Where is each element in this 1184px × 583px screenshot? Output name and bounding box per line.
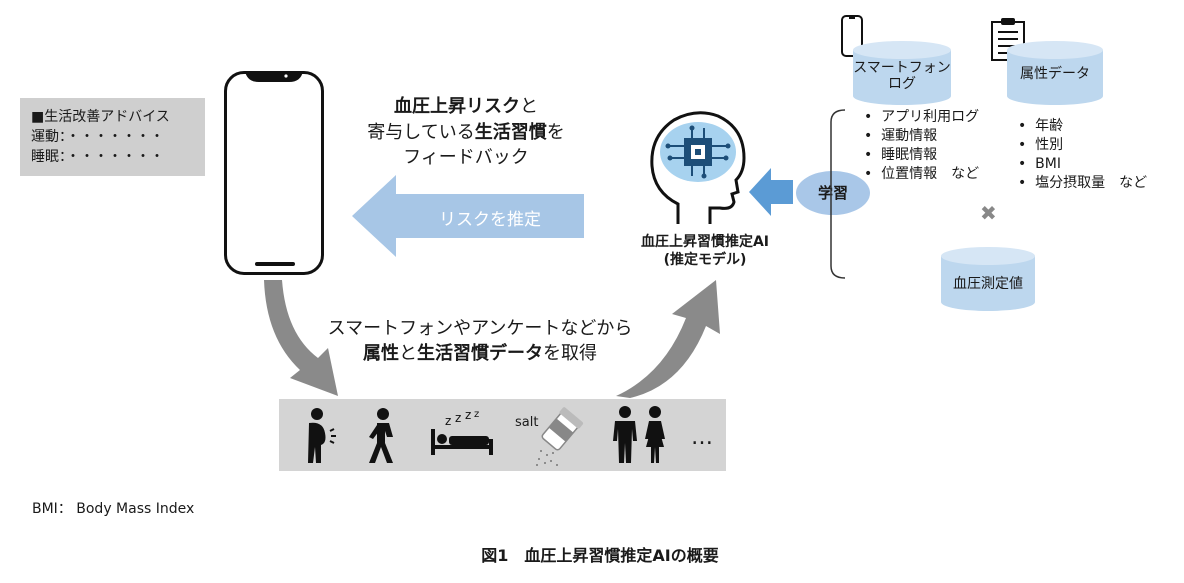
feedback-line1: 血圧上昇リスクと [394,96,538,117]
lifestyle-icons-bar: z z z z salt … [279,399,726,471]
smartphone-log-items: • アプリ利用ログ • 運動情報 • 睡眠情報 • 位置情報 など [864,108,979,184]
advice-sleep: 睡眠：・・・・・・・ [31,149,164,165]
data-bracket [830,109,846,279]
list-item: • 年齢 [1018,118,1064,134]
learn-arrow-icon [749,168,793,216]
list-item: • 睡眠情報 [864,147,938,163]
person-stomach-icon [308,408,336,463]
smartphone-log-cylinder-icon [853,41,951,105]
advice-box: ■生活改善アドバイス 運動：・・・・・・・ 睡眠：・・・・・・・ [20,98,205,176]
salt-shaker-icon [536,407,584,466]
feedback-line2: 寄与している生活習慣を [367,122,565,143]
svg-text:z: z [445,414,451,428]
ai-model-title: 血圧上昇習慣推定AI (推定モデル) [615,233,795,269]
list-item: • 性別 [1018,137,1064,153]
list-item: • アプリ利用ログ [864,109,980,125]
list-item: • 塩分摂取量 など [1018,175,1148,191]
more-ellipsis: … [691,425,713,450]
advice-exercise: 運動：・・・・・・・ [31,129,164,145]
collect-down-arrow-icon [264,280,338,396]
attribute-data-label: 属性データ [1020,66,1090,82]
ai-model-line2: (推定モデル) [663,252,747,268]
list-item: • 位置情報 など [864,166,980,182]
bp-measurement-label: 血圧測定値 [953,276,1023,292]
bmi-note: BMI： Body Mass Index [32,501,195,517]
man-woman-icon [613,406,665,463]
cross-icon: ✖ [980,201,997,225]
collect-up-arrow-icon [616,280,720,398]
risk-estimate-label: リスクを推定 [439,210,541,230]
svg-text:z: z [465,409,471,422]
smartphone-icon [224,71,324,275]
collect-line1: スマートフォンやアンケートなどから [327,318,633,339]
walking-person-icon [369,408,393,463]
salt-label: salt [515,415,539,430]
ai-head-icon [650,111,746,224]
phone-notch [245,71,303,82]
advice-title: ■生活改善アドバイス [31,109,170,125]
phone-home-bar [255,262,295,266]
attribute-data-items: • 年齢 • 性別 • BMI • 塩分摂取量 など [1018,117,1147,193]
smartphone-log-label: スマートフォン ログ [853,60,951,92]
risk-estimate-arrow [352,175,584,257]
list-item: • 運動情報 [864,128,938,144]
figure-caption: 図1 血圧上昇習慣推定AIの概要 [481,546,719,565]
feedback-line3: フィードバック [403,147,529,168]
attribute-data-cylinder-icon [1007,41,1103,105]
svg-text:z: z [455,411,461,425]
learn-label: 学習 [796,171,870,215]
collect-line2: 属性と生活習慣データを取得 [363,343,597,364]
svg-text:z: z [474,409,479,420]
sleeping-bed-icon: z z z z [431,409,493,455]
small-phone-icon [841,15,863,57]
ai-model-line1: 血圧上昇習慣推定AI [640,234,770,250]
bp-measurement-cylinder-icon [941,247,1035,311]
list-item: • BMI [1018,156,1061,172]
